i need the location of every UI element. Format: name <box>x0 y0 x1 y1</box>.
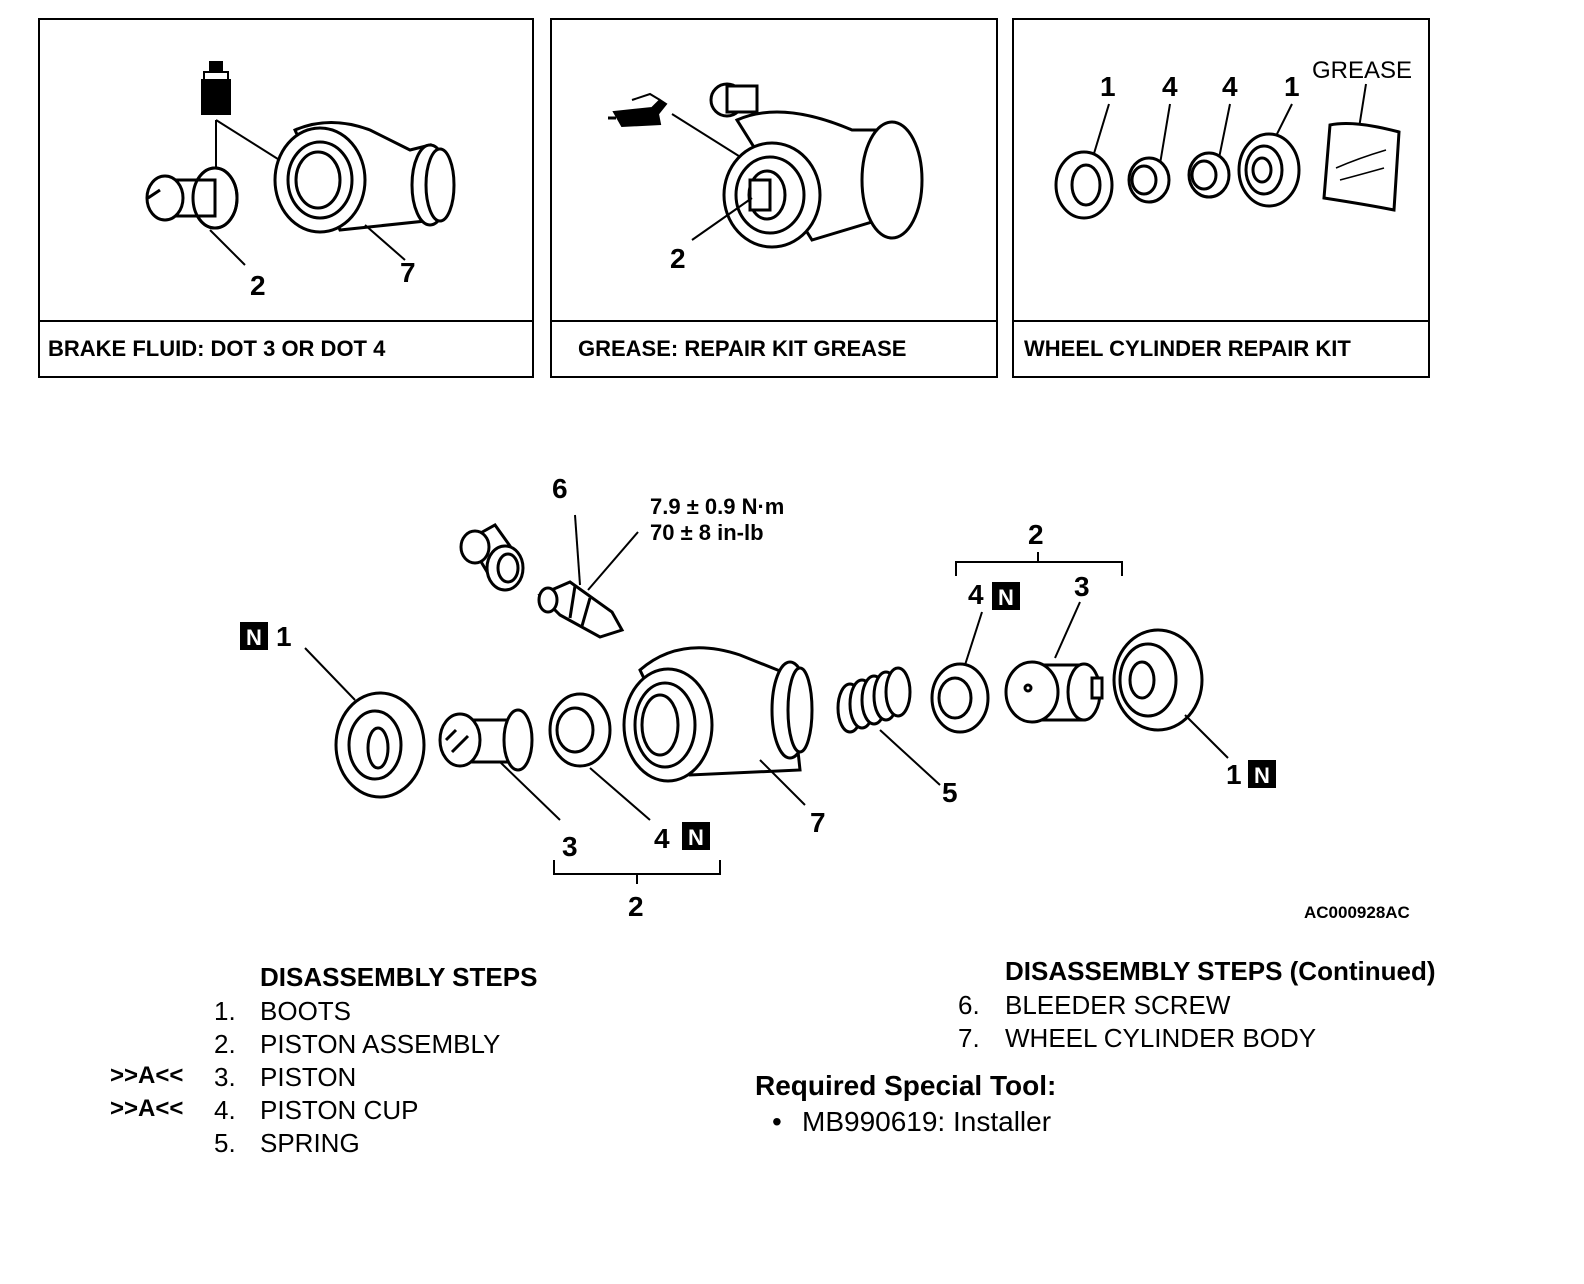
callout-4: 4 <box>968 579 984 610</box>
spring-drawing <box>836 666 912 734</box>
piston-drawing <box>1004 660 1104 724</box>
bleeder-screw-drawing <box>537 580 625 639</box>
step-number: 5. <box>214 1128 236 1158</box>
bullet: • <box>772 1106 782 1137</box>
callout-2: 2 <box>628 891 644 922</box>
wheel-cylinder-body-drawing <box>273 121 456 234</box>
step-label: PISTON ASSEMBLY <box>260 1029 501 1059</box>
step-label: PISTON <box>260 1062 357 1092</box>
panel-grease: 2 GREASE: REPAIR KIT GREASE <box>550 18 998 378</box>
piston-cup-drawing <box>1187 151 1231 199</box>
boot-drawing <box>1054 150 1114 220</box>
step-label: WHEEL CYLINDER BODY <box>1005 1023 1317 1053</box>
new-part-badge-text: N <box>246 625 262 650</box>
callout-1: 1 <box>1284 71 1300 102</box>
callout-5: 5 <box>942 777 958 808</box>
panel-brake-fluid: 2 7 BRAKE FLUID: DOT 3 OR DOT 4 <box>38 18 534 378</box>
grease-packet-icon <box>1322 122 1401 212</box>
caption-brake-fluid: BRAKE FLUID: DOT 3 OR DOT 4 <box>40 320 532 376</box>
step-number: 6. <box>958 990 980 1020</box>
grease-gun-icon <box>608 92 668 128</box>
piston-cup-drawing <box>1127 156 1171 204</box>
new-part-badge <box>240 622 268 650</box>
new-part-badge <box>1248 760 1276 788</box>
callout-1: 1 <box>276 621 292 652</box>
callout-1: 1 <box>1226 759 1242 790</box>
cylinder-with-piston-drawing <box>709 82 924 249</box>
torque-inlb: 70 ± 8 in-lb <box>650 520 764 545</box>
grease-illustration: 2 <box>608 82 924 274</box>
new-part-badge-text: N <box>688 825 704 850</box>
step-label: SPRING <box>260 1128 360 1158</box>
callout-2: 2 <box>250 270 266 301</box>
callout-2: 2 <box>1028 519 1044 550</box>
boot-drawing <box>1237 132 1301 208</box>
step-label: BOOTS <box>260 996 352 1026</box>
callout-3: 3 <box>1074 571 1090 602</box>
piston-drawing <box>145 166 239 230</box>
torque-nm: 7.9 ± 0.9 N·m <box>650 494 784 519</box>
brake-fluid-illustration: 2 7 <box>145 61 456 301</box>
step-label: BLEEDER SCREW <box>1005 990 1231 1020</box>
special-tool-item: MB990619: Installer <box>802 1106 1052 1137</box>
callout-1: 1 <box>1100 71 1116 102</box>
figure-id: AC000928AC <box>1304 903 1410 922</box>
callout-2: 2 <box>670 243 686 274</box>
bleeder-cap-drawing <box>459 523 525 592</box>
steps-heading: DISASSEMBLY STEPS <box>260 962 538 992</box>
special-tool-heading: Required Special Tool: <box>755 1070 1057 1101</box>
repair-kit-illustration: GREASE 1 4 4 1 <box>1054 57 1412 220</box>
new-part-badge <box>992 582 1020 610</box>
piston-drawing <box>438 708 534 772</box>
step-number: 4. <box>214 1095 236 1125</box>
caption-grease: GREASE: REPAIR KIT GREASE <box>552 320 996 376</box>
callout-7: 7 <box>810 807 826 838</box>
step-label: PISTON CUP <box>260 1095 419 1125</box>
boot-drawing <box>1112 628 1204 732</box>
callout-4: 4 <box>1162 71 1178 102</box>
piston-cup-drawing <box>930 662 990 734</box>
callout-7: 7 <box>400 257 416 288</box>
callout-4: 4 <box>1222 71 1238 102</box>
exploded-view-diagram: 6 7.9 ± 0.9 N·m 70 ± 8 in-lb N 1 3 4 N 2 <box>240 473 1410 922</box>
step-number: 1. <box>214 996 236 1026</box>
service-point-mark: >>A<< <box>110 1062 184 1089</box>
new-part-badge-text: N <box>1254 763 1270 788</box>
service-point-mark: >>A<< <box>110 1095 184 1122</box>
wheel-cylinder-body-drawing <box>622 646 814 783</box>
caption-repair-kit: WHEEL CYLINDER REPAIR KIT <box>1014 320 1428 376</box>
panel-repair-kit: GREASE 1 4 4 1 <box>1012 18 1430 378</box>
callout-3: 3 <box>562 831 578 862</box>
steps-heading: DISASSEMBLY STEPS (Continued) <box>1005 956 1436 986</box>
new-part-badge <box>682 822 710 850</box>
new-part-badge-text: N <box>998 585 1014 610</box>
callout-6: 6 <box>552 473 568 504</box>
step-number: 3. <box>214 1062 236 1092</box>
grease-label: GREASE <box>1312 57 1412 84</box>
callout-4: 4 <box>654 823 670 854</box>
brake-fluid-bottle-icon <box>201 61 231 115</box>
piston-cup-drawing <box>548 692 612 768</box>
step-number: 7. <box>958 1023 980 1053</box>
step-number: 2. <box>214 1029 236 1059</box>
boot-drawing <box>334 691 426 799</box>
